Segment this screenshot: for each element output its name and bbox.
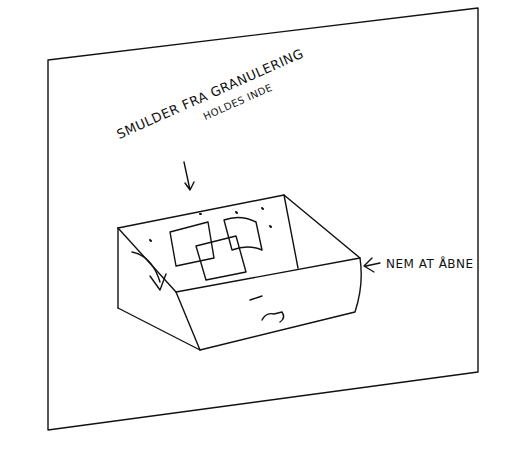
- side-face: [284, 195, 360, 268]
- crumbs: [150, 208, 271, 241]
- panel-seam: [250, 296, 262, 300]
- leader-arrow: [364, 258, 380, 272]
- handle: [262, 312, 284, 322]
- note-label: SMULDER FRA GRANULERING: [115, 47, 306, 141]
- crumb-piece: [170, 222, 214, 266]
- leader-arrow: [184, 162, 194, 190]
- note-label: NEM AT ÅBNE: [386, 258, 474, 270]
- opening-side: [117, 228, 118, 308]
- side-face: [118, 228, 200, 350]
- opening-rim: [118, 195, 284, 228]
- wall-panel: [48, 8, 478, 430]
- crumb-piece: [224, 217, 262, 250]
- crumb-piece: [196, 236, 246, 280]
- open-arrow: [132, 252, 160, 282]
- open-arrow: [150, 274, 166, 290]
